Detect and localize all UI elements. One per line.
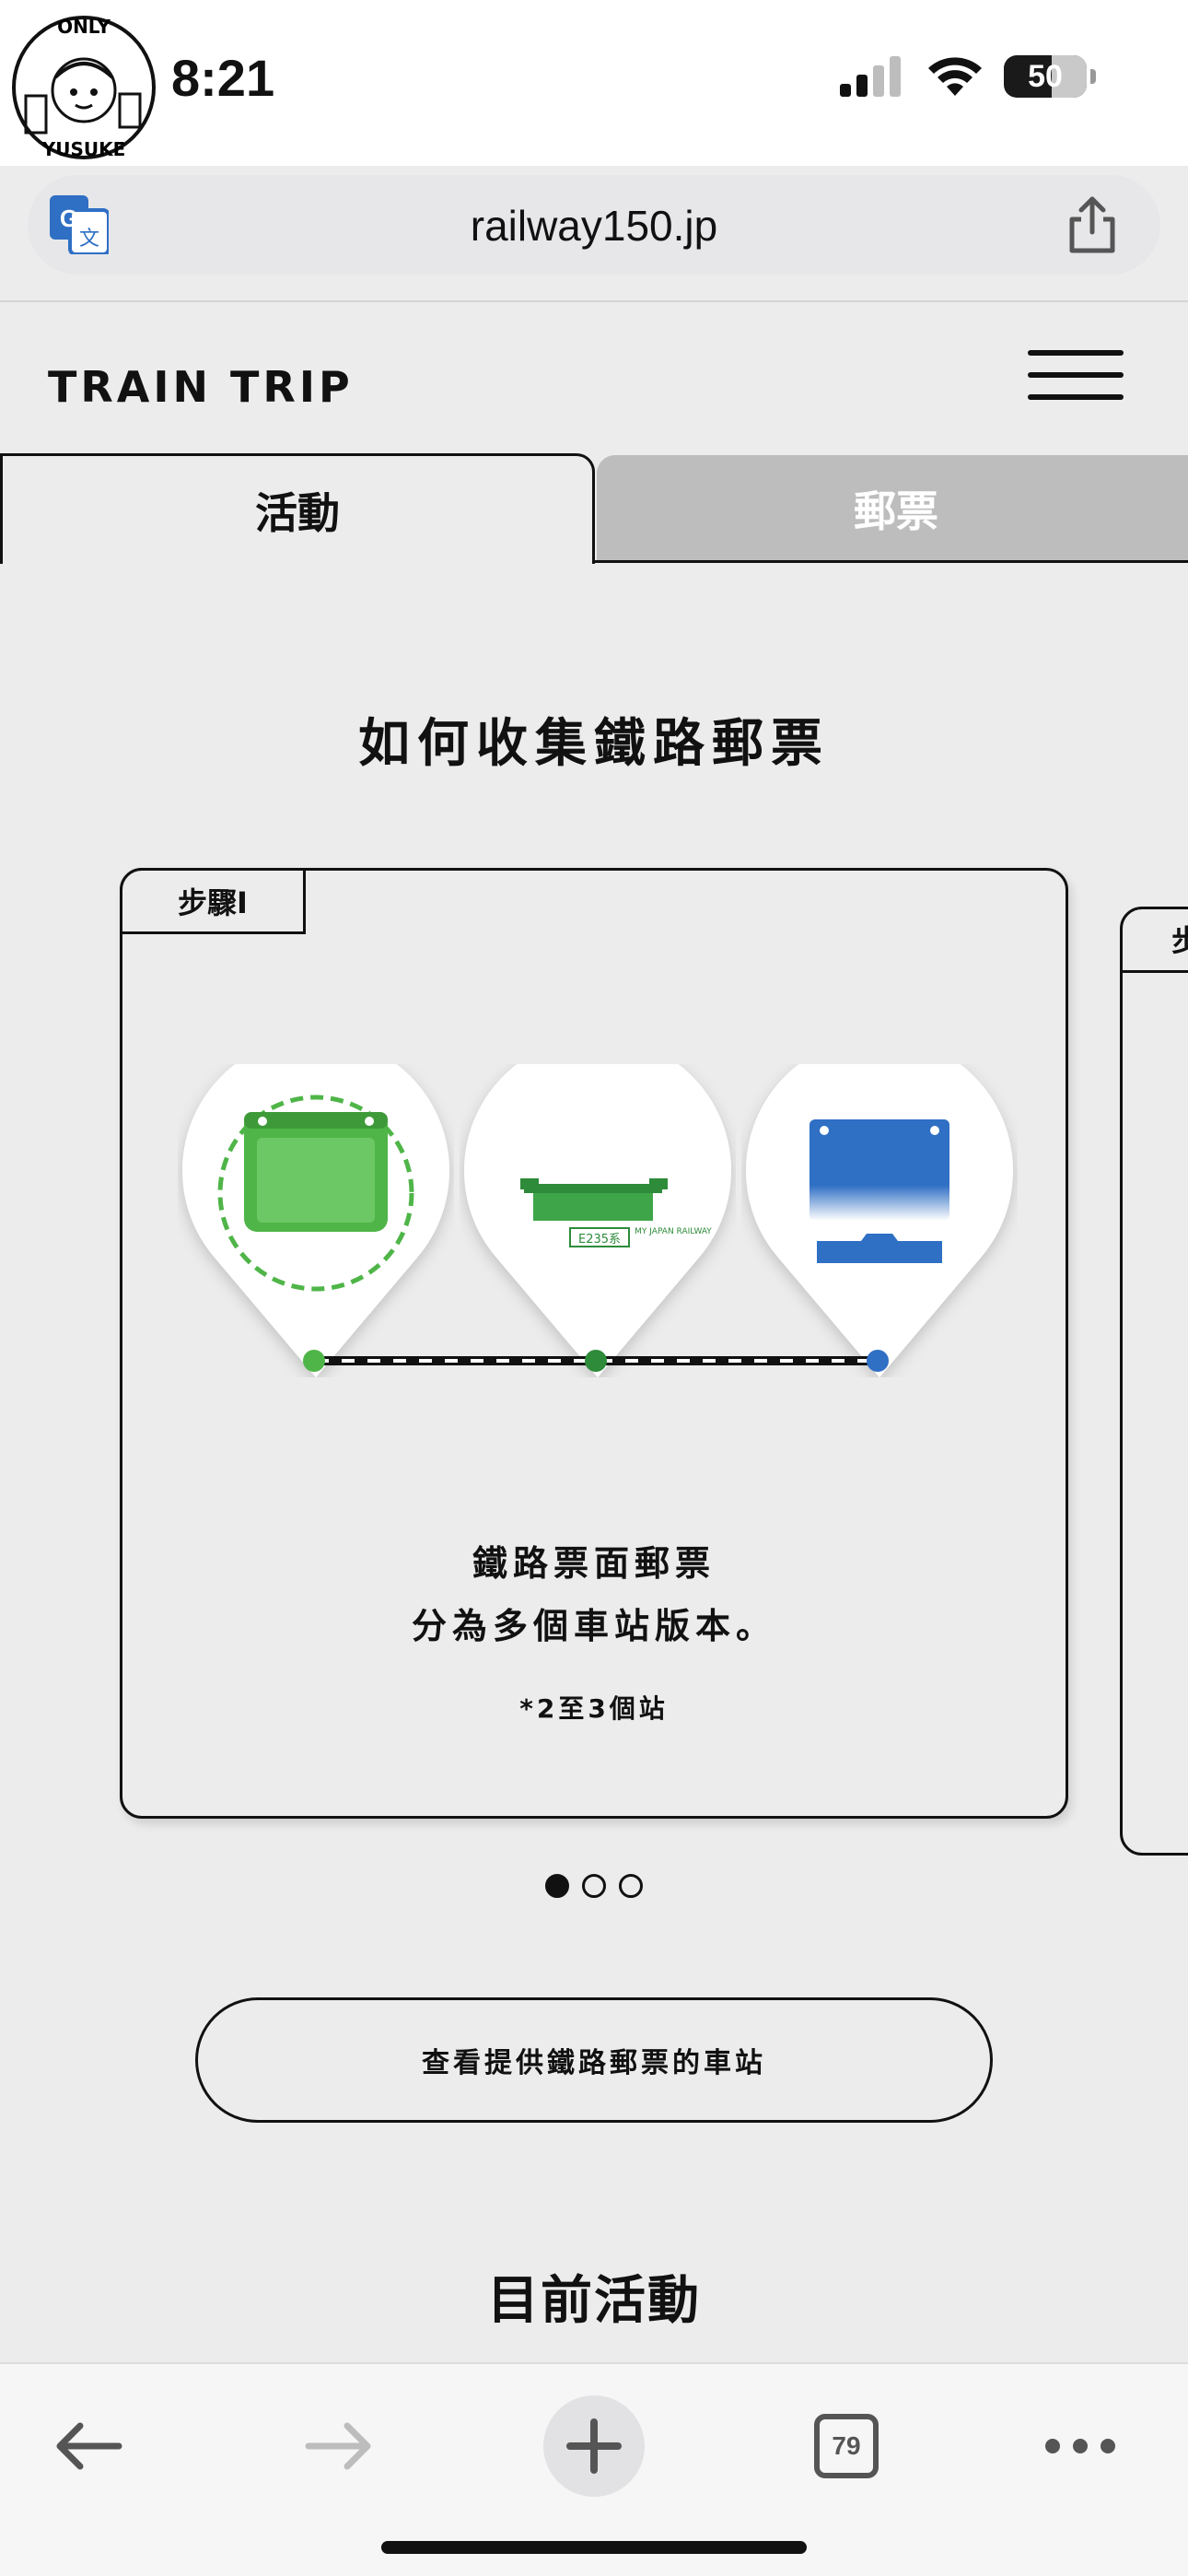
back-arrow-icon xyxy=(56,2422,122,2470)
tab-events[interactable]: 活動 xyxy=(0,453,595,564)
tabs-count-badge: 79 xyxy=(814,2414,879,2478)
logo-top-text: ONLY xyxy=(57,16,111,38)
carousel-dots xyxy=(0,1874,1188,1898)
forward-button[interactable] xyxy=(289,2395,390,2497)
status-icons: 50 xyxy=(840,55,1096,98)
wifi-icon xyxy=(928,57,982,96)
translate-icon[interactable]: G 文 xyxy=(50,195,109,254)
browser-divider xyxy=(0,300,1188,302)
card-line-1: 鐵路票面郵票 xyxy=(472,1543,716,1584)
card-line-2: 分為多個車站版本。 xyxy=(411,1606,776,1646)
blue-stamp-pin-icon xyxy=(746,1064,1013,1377)
cellular-signal-icon xyxy=(840,56,901,97)
tabs-button[interactable]: 79 xyxy=(796,2395,897,2497)
svg-text:G: G xyxy=(60,205,78,232)
carousel-dot-2[interactable] xyxy=(582,1874,606,1898)
menu-icon[interactable] xyxy=(1028,350,1124,405)
status-time: 8:21 xyxy=(171,49,275,107)
brand-title[interactable]: TRAIN TRIP xyxy=(48,362,354,412)
forward-arrow-icon xyxy=(305,2422,371,2470)
url-text[interactable]: railway150.jp xyxy=(470,202,718,250)
address-bar[interactable]: G 文 railway150.jp xyxy=(28,175,1160,275)
green-stamp-pin-icon xyxy=(182,1064,449,1377)
battery-icon: 50 xyxy=(1004,55,1096,98)
next-step-label: 步 xyxy=(1120,907,1188,973)
only-yusuke-logo-icon: ONLY YUSUKE xyxy=(12,16,156,160)
section-title: 如何收集鐵路郵票 xyxy=(358,714,830,774)
rail-line-icon xyxy=(303,1350,889,1372)
svg-text:文: 文 xyxy=(79,228,99,251)
view-stations-button[interactable]: 查看提供鐵路郵票的車站 xyxy=(195,1997,993,2123)
home-indicator xyxy=(381,2541,807,2554)
next-step-card[interactable]: 步 xyxy=(1120,907,1188,1856)
battery-level: 50 xyxy=(1028,58,1063,94)
back-button[interactable] xyxy=(37,2395,138,2497)
carousel-dot-3[interactable] xyxy=(619,1874,643,1898)
tab-underline xyxy=(595,560,1188,563)
share-icon[interactable] xyxy=(1065,195,1120,254)
stamp-caption-text: MY JAPAN RAILWAY xyxy=(635,1227,712,1236)
stamp-pins: E235系 MY JAPAN RAILWAY xyxy=(122,1064,1071,1377)
train-stamp-pin-icon: E235系 MY JAPAN RAILWAY xyxy=(464,1064,731,1377)
browser-toolbar: 79 xyxy=(0,2362,1188,2576)
logo-bottom-text: YUSUKE xyxy=(41,138,126,160)
tab-stamps[interactable]: 郵票 xyxy=(597,455,1188,562)
stamp-code-text: E235系 xyxy=(578,1233,621,1247)
new-tab-button[interactable] xyxy=(543,2395,645,2497)
step-label: 步驟Ⅰ xyxy=(120,868,306,934)
status-bar: ONLY YUSUKE 8:21 50 xyxy=(0,0,1188,166)
current-events-title: 目前活動 xyxy=(487,2271,701,2331)
site-header: TRAIN TRIP xyxy=(0,302,1188,450)
more-button[interactable] xyxy=(1030,2395,1131,2497)
plus-icon xyxy=(566,2418,622,2474)
more-dots-icon xyxy=(1045,2439,1115,2453)
card-note: *2至3個站 xyxy=(519,1693,669,1724)
step-card[interactable]: 步驟Ⅰ E235系 MY JAPAN RAILWAY xyxy=(120,868,1068,1819)
carousel-dot-1[interactable] xyxy=(545,1874,569,1898)
